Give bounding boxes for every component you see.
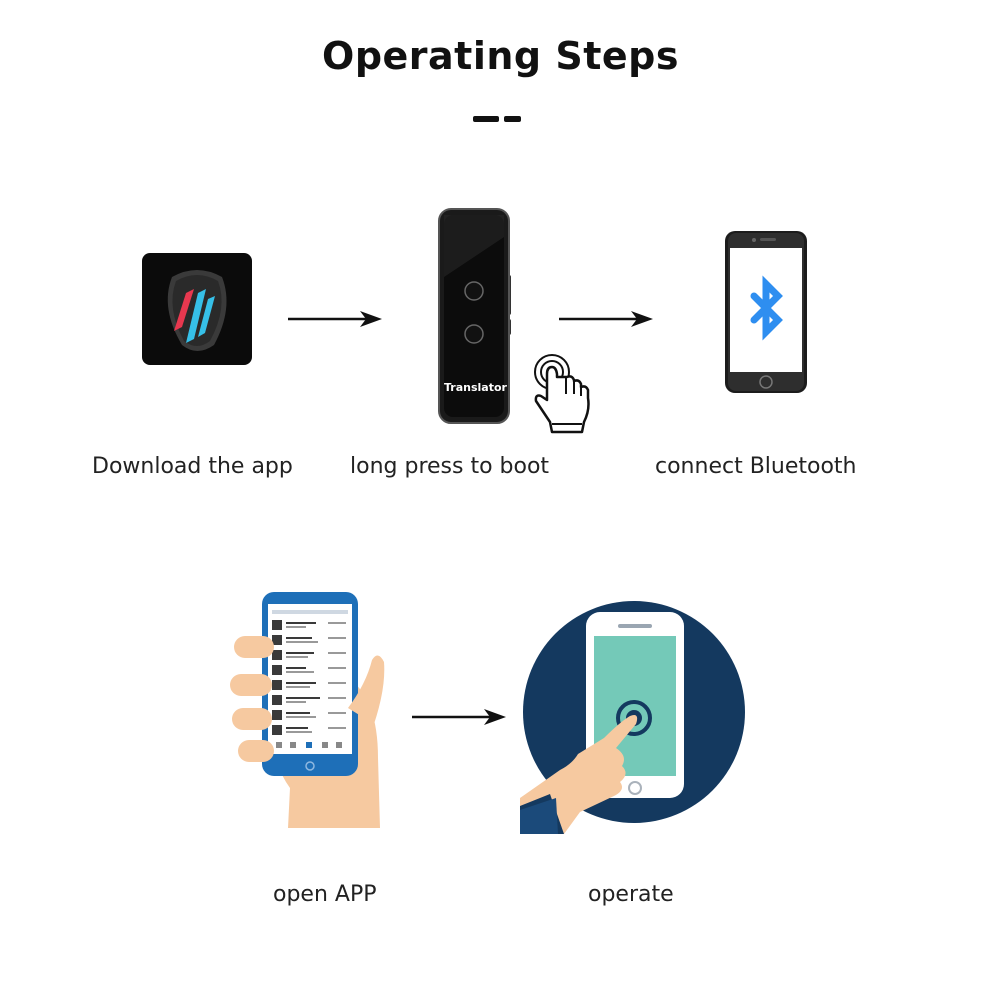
bluetooth-phone-icon: [725, 231, 807, 393]
step-label-open-app: open APP: [273, 882, 377, 907]
hand-holding-phone-icon: [230, 592, 385, 828]
pointing-hand-icon: [534, 354, 590, 434]
device-label: Translator: [444, 381, 507, 394]
step-label-boot: long press to boot: [350, 454, 550, 479]
arrow-right-icon: [412, 709, 506, 725]
page-title: Operating Steps: [322, 34, 679, 78]
finger-tap-icon: [520, 601, 745, 834]
step-label-operate: operate: [588, 882, 674, 907]
step-label-download: Download the app: [92, 454, 293, 479]
translator-device-icon: [438, 208, 511, 424]
bluetooth-icon: [750, 275, 783, 341]
arrow-right-icon: [288, 311, 382, 327]
step-label-bluetooth: connect Bluetooth: [655, 454, 857, 479]
app-logo-icon: [142, 253, 252, 365]
title-underline: [473, 116, 521, 122]
arrow-right-icon: [559, 311, 653, 327]
